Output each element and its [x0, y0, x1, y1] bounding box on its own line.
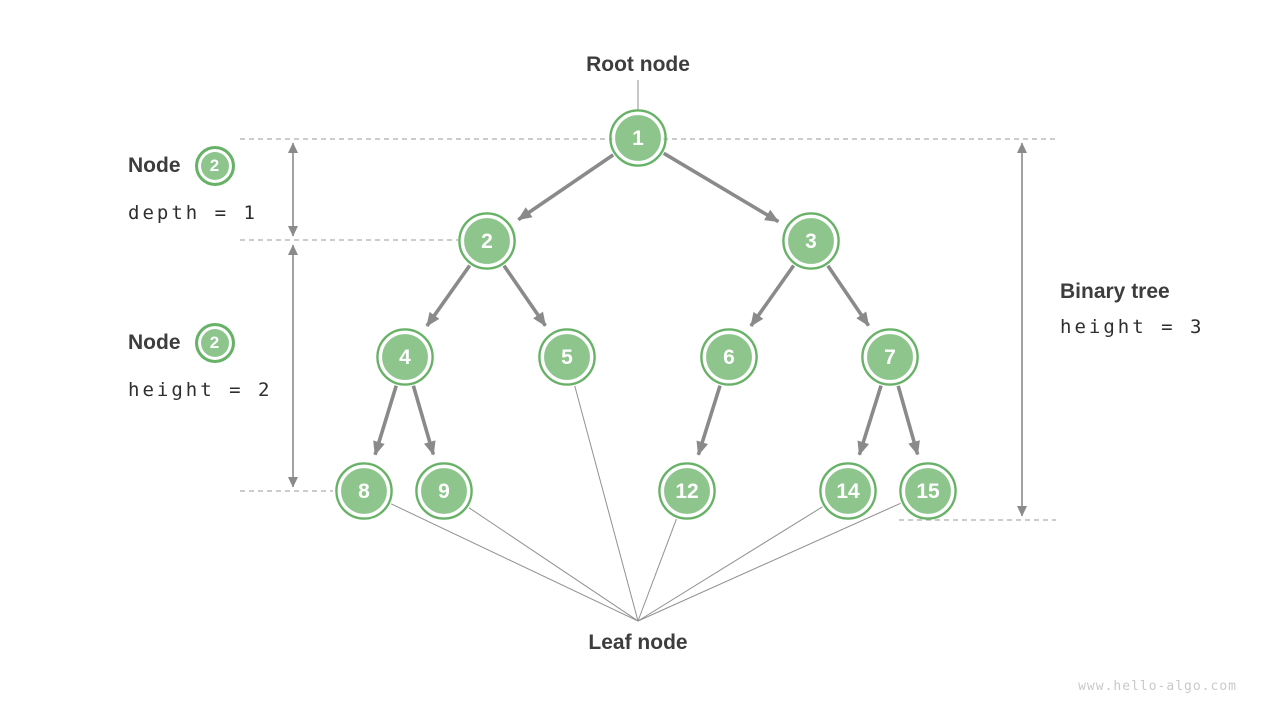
node-value: 7 — [884, 346, 896, 369]
node-circle — [379, 331, 431, 383]
node-height-badge: 2 — [194, 323, 235, 363]
node-circle — [612, 112, 664, 164]
leaf-node-label: Leaf node — [588, 631, 688, 654]
leaf-connector-line-9 — [468, 507, 639, 622]
node-value: 3 — [805, 230, 817, 253]
node-value: 15 — [916, 480, 940, 503]
tree-edge-1-3 — [662, 151, 780, 224]
node-height-annotation: Node 2 height = 2 — [128, 323, 272, 401]
node-circle — [338, 465, 390, 517]
node-outer-ring — [538, 328, 596, 386]
node-depth-title: Node — [128, 154, 181, 177]
node-circle — [703, 331, 755, 383]
tree-edge-2-4 — [425, 264, 472, 328]
tree-edge-3-6 — [749, 264, 796, 328]
node-height-title: Node — [128, 331, 181, 354]
tree-node-3: 3 — [782, 212, 840, 270]
node-value: 2 — [481, 230, 493, 253]
binary-tree-annotation: Binary tree height = 3 — [1060, 280, 1204, 338]
tree-node-2: 2 — [458, 212, 516, 270]
node-value: 9 — [438, 480, 450, 503]
tree-edge-7-14 — [857, 385, 883, 456]
node-value: 12 — [675, 480, 698, 503]
node-outer-ring — [700, 328, 758, 386]
node-value: 6 — [723, 346, 735, 369]
node-depth-value: depth = 1 — [128, 202, 258, 224]
leaf-connector-line-5 — [574, 385, 639, 622]
node-height-annotation-row: Node 2 — [128, 323, 272, 363]
tree-edge-1-2 — [517, 153, 615, 222]
node-value: 1 — [632, 127, 644, 150]
tree-node-12: 12 — [658, 462, 716, 520]
node-outer-ring — [819, 462, 877, 520]
tree-node-4: 4 — [376, 328, 434, 386]
leaf-connector-line-15 — [637, 502, 901, 622]
node-circle — [902, 465, 954, 517]
root-node-label: Root node — [586, 53, 690, 76]
node-value: 5 — [561, 346, 573, 369]
tree-node-5: 5 — [538, 328, 596, 386]
node-outer-ring — [782, 212, 840, 270]
tree-edge-4-8 — [373, 385, 398, 456]
node-outer-ring — [899, 462, 957, 520]
tree-node-1: 1 — [609, 109, 667, 167]
node-circle — [822, 465, 874, 517]
tree-edge-4-9 — [411, 385, 436, 456]
node-value: 8 — [358, 480, 370, 503]
node-circle — [864, 331, 916, 383]
tree-node-7: 7 — [861, 328, 919, 386]
node-circle — [418, 465, 470, 517]
node-outer-ring — [458, 212, 516, 270]
binary-tree-title: Binary tree — [1060, 280, 1170, 303]
tree-edge-2-5 — [502, 264, 547, 327]
node-outer-ring — [376, 328, 434, 386]
tree-node-6: 6 — [700, 328, 758, 386]
tree-node-8: 8 — [335, 462, 393, 520]
node-outer-ring — [609, 109, 667, 167]
node-outer-ring — [415, 462, 473, 520]
binary-tree-height-value: height = 3 — [1060, 316, 1205, 338]
leaf-connector-line-8 — [390, 503, 639, 622]
tree-edge-6-12 — [696, 385, 722, 456]
tree-node-9: 9 — [415, 462, 473, 520]
node-value: 4 — [399, 346, 411, 369]
watermark-text: www.hello-algo.com — [1078, 679, 1237, 694]
leaf-connector-line-14 — [637, 506, 823, 622]
node-depth-annotation: Node 2 depth = 1 — [128, 146, 258, 224]
tree-node-15: 15 — [899, 462, 957, 520]
tree-node-14: 14 — [819, 462, 877, 520]
node-depth-badge: 2 — [194, 146, 235, 186]
leaf-connector-line-12 — [637, 518, 677, 622]
node-value: 14 — [836, 480, 860, 503]
node-height-value: height = 2 — [128, 379, 273, 401]
node-circle — [461, 215, 513, 267]
node-outer-ring — [861, 328, 919, 386]
node-outer-ring — [658, 462, 716, 520]
node-circle — [785, 215, 837, 267]
node-circle — [541, 331, 593, 383]
node-outer-ring — [335, 462, 393, 520]
tree-edge-7-15 — [896, 385, 920, 456]
node-circle — [661, 465, 713, 517]
node-depth-annotation-row: Node 2 — [128, 146, 258, 186]
tree-edge-3-7 — [826, 264, 871, 327]
